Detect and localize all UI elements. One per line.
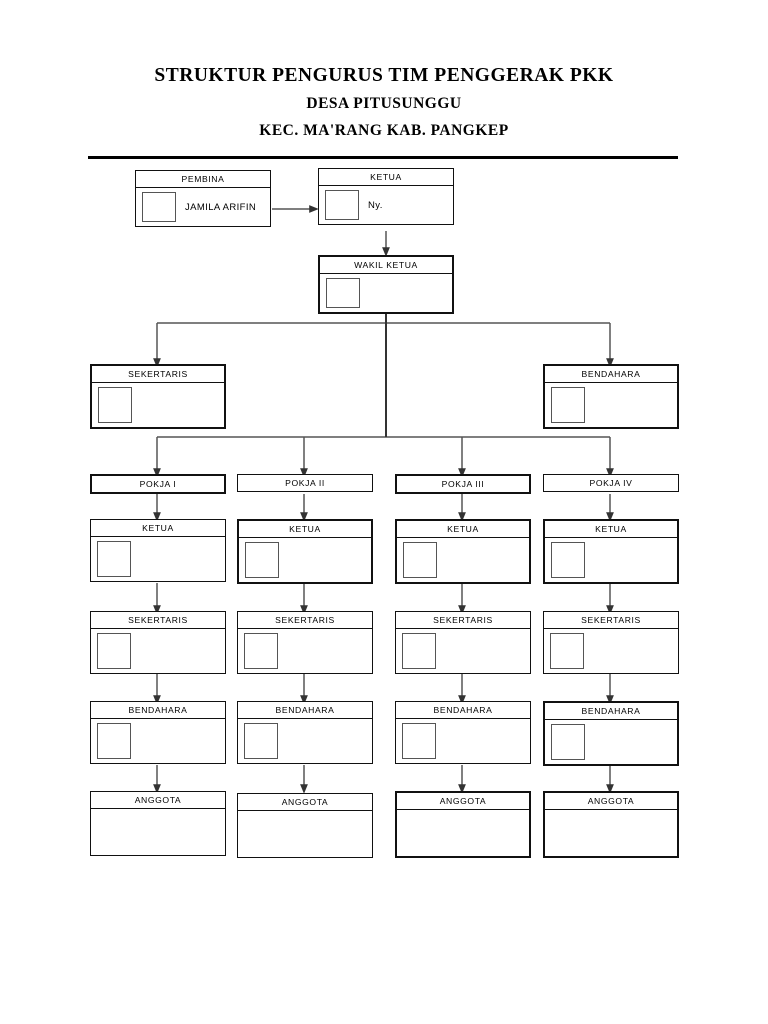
node-sekertaris-header: SEKERTARIS [92, 366, 224, 383]
photo-placeholder [244, 633, 278, 669]
node-pokja2-bendahara[interactable]: BENDAHARA [237, 701, 373, 764]
node-ketua-body: Ny. [319, 186, 453, 224]
node-pokja3-ketua-body [397, 538, 529, 582]
node-pokja3-anggota-header: ANGGOTA [397, 793, 529, 810]
photo-placeholder [325, 190, 359, 220]
node-pokja4-sekertaris-body [544, 629, 678, 673]
node-pokja4-sekertaris[interactable]: SEKERTARIS [543, 611, 679, 674]
node-pokja2-ketua-body [239, 538, 371, 582]
node-pokja1-sekertaris-body [91, 629, 225, 673]
node-pokja4-ketua-body [545, 538, 677, 582]
node-pokja-2[interactable]: POKJA II [237, 474, 373, 492]
node-pokja2-bendahara-body [238, 719, 372, 763]
node-pokja2-anggota[interactable]: ANGGOTA [237, 793, 373, 858]
node-pokja4-bendahara-header: BENDAHARA [545, 703, 677, 720]
node-pokja1-bendahara-header: BENDAHARA [91, 702, 225, 719]
node-pokja1-ketua-body [91, 537, 225, 581]
node-pokja3-anggota-body [397, 810, 529, 856]
node-sekertaris-body [92, 383, 224, 427]
node-pokja3-anggota[interactable]: ANGGOTA [395, 791, 531, 858]
photo-placeholder [551, 542, 585, 578]
node-pokja1-sekertaris-header: SEKERTARIS [91, 612, 225, 629]
node-pokja4-ketua-header: KETUA [545, 521, 677, 538]
node-sekertaris[interactable]: SEKERTARIS [90, 364, 226, 429]
node-pokja4-anggota-body [545, 810, 677, 856]
node-pokja1-ketua[interactable]: KETUA [90, 519, 226, 582]
node-wakil-ketua-header: WAKIL KETUA [320, 257, 452, 274]
node-pokja2-sekertaris[interactable]: SEKERTARIS [237, 611, 373, 674]
node-pokja-1[interactable]: POKJA I [90, 474, 226, 494]
node-pokja4-anggota[interactable]: ANGGOTA [543, 791, 679, 858]
photo-placeholder [244, 723, 278, 759]
node-pembina[interactable]: PEMBINA JAMILA ARIFIN [135, 170, 271, 227]
node-pokja3-sekertaris-header: SEKERTARIS [396, 612, 530, 629]
photo-placeholder [97, 723, 131, 759]
title-line-3: KEC. MA'RANG KAB. PANGKEP [259, 122, 509, 139]
photo-placeholder [551, 387, 585, 423]
node-pokja1-sekertaris[interactable]: SEKERTARIS [90, 611, 226, 674]
node-pokja2-sekertaris-body [238, 629, 372, 673]
node-wakil-ketua[interactable]: WAKIL KETUA [318, 255, 454, 314]
photo-placeholder [551, 724, 585, 760]
photo-placeholder [245, 542, 279, 578]
node-pembina-header: PEMBINA [136, 171, 270, 188]
node-pembina-name: JAMILA ARIFIN [185, 201, 257, 213]
node-pokja1-anggota[interactable]: ANGGOTA [90, 791, 226, 856]
photo-placeholder [97, 541, 131, 577]
title-divider [88, 156, 678, 159]
photo-placeholder [403, 542, 437, 578]
photo-placeholder [550, 633, 584, 669]
node-pokja3-ketua[interactable]: KETUA [395, 519, 531, 584]
photo-placeholder [402, 633, 436, 669]
title-line-2: DESA PITUSUNGGU [306, 95, 462, 112]
node-pokja-4[interactable]: POKJA IV [543, 474, 679, 492]
node-pokja3-bendahara-body [396, 719, 530, 763]
node-pokja2-ketua-header: KETUA [239, 521, 371, 538]
node-pokja2-bendahara-header: BENDAHARA [238, 702, 372, 719]
photo-placeholder [402, 723, 436, 759]
node-pokja4-sekertaris-header: SEKERTARIS [544, 612, 678, 629]
node-pembina-body: JAMILA ARIFIN [136, 188, 270, 226]
node-pokja1-anggota-header: ANGGOTA [91, 792, 225, 809]
node-pokja3-bendahara[interactable]: BENDAHARA [395, 701, 531, 764]
node-pokja2-anggota-body [238, 811, 372, 857]
node-pokja1-bendahara[interactable]: BENDAHARA [90, 701, 226, 764]
node-pokja4-ketua[interactable]: KETUA [543, 519, 679, 584]
title-line-1: STRUKTUR PENGURUS TIM PENGGERAK PKK [154, 65, 614, 86]
node-pokja4-anggota-header: ANGGOTA [545, 793, 677, 810]
node-pokja3-sekertaris-body [396, 629, 530, 673]
node-pokja1-anggota-body [91, 809, 225, 855]
node-pokja4-bendahara[interactable]: BENDAHARA [543, 701, 679, 766]
photo-placeholder [97, 633, 131, 669]
photo-placeholder [326, 278, 360, 308]
node-ketua[interactable]: KETUA Ny. [318, 168, 454, 225]
node-wakil-ketua-body [320, 274, 452, 312]
node-pokja3-ketua-header: KETUA [397, 521, 529, 538]
node-pokja3-sekertaris[interactable]: SEKERTARIS [395, 611, 531, 674]
node-pokja2-ketua[interactable]: KETUA [237, 519, 373, 584]
node-bendahara[interactable]: BENDAHARA [543, 364, 679, 429]
node-ketua-name: Ny. [368, 199, 383, 211]
node-pokja3-bendahara-header: BENDAHARA [396, 702, 530, 719]
node-pokja1-ketua-header: KETUA [91, 520, 225, 537]
page-title: STRUKTUR PENGURUS TIM PENGGERAK PKK DESA… [0, 62, 768, 144]
node-pokja1-bendahara-body [91, 719, 225, 763]
node-pokja2-sekertaris-header: SEKERTARIS [238, 612, 372, 629]
node-bendahara-body [545, 383, 677, 427]
node-ketua-header: KETUA [319, 169, 453, 186]
node-pokja-3[interactable]: POKJA III [395, 474, 531, 494]
node-pokja4-bendahara-body [545, 720, 677, 764]
node-pokja2-anggota-header: ANGGOTA [238, 794, 372, 811]
node-bendahara-header: BENDAHARA [545, 366, 677, 383]
photo-placeholder [98, 387, 132, 423]
photo-placeholder [142, 192, 176, 222]
